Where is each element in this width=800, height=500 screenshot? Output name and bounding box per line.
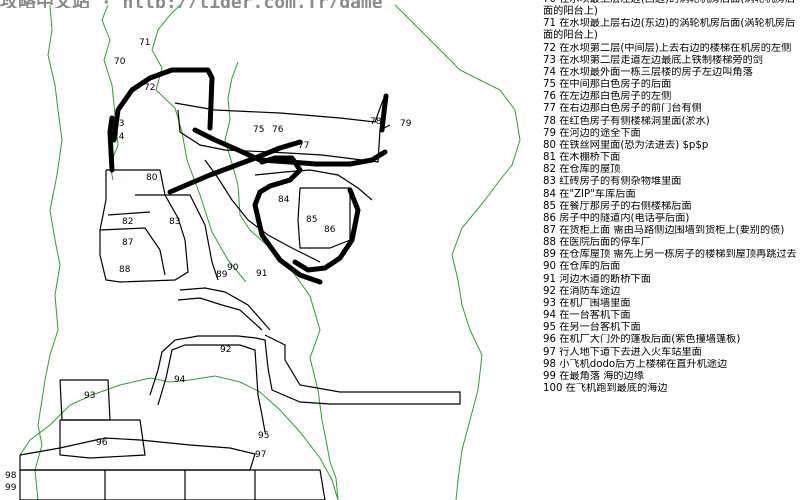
map-labels: 70 71 72 73 74 75 76 77 78 79 80 82 83 8…: [5, 38, 412, 493]
map-label-87: 87: [122, 238, 133, 248]
road-to-airport-2: [179, 287, 271, 331]
legend-item-100: 100 在飞机跑到最底的海边: [543, 383, 668, 394]
map-label-78: 78: [370, 117, 382, 127]
diagonal-road-80: [167, 139, 303, 195]
map-label-94: 94: [174, 375, 186, 385]
map-label-91: 91: [256, 269, 267, 279]
building-87-divider: [99, 227, 166, 276]
road-92-lower: [157, 344, 266, 433]
legend-item-92: 92 在消防车途边: [543, 285, 621, 297]
legend-list: 70 在水坝最上层左边(西边)的涡轮机房后面(涡轮机房后面的阳台上) 71 在水…: [543, 0, 800, 500]
legend-item-88: 88 在医院后面的停车厂: [543, 237, 651, 249]
map-label-96: 96: [96, 438, 108, 448]
legend-item-77: 77 在右边那白色房子的前门台有侧: [543, 103, 702, 115]
map-label-79: 79: [400, 119, 412, 129]
airport-building-96: [59, 419, 146, 459]
map-label-74: 74: [113, 132, 125, 142]
legend-item-98: 98 小飞机dodo后方上楼梯在直升机途边: [543, 358, 728, 370]
legend-item-76: 76 在左边那白色房子的左侧: [543, 91, 672, 103]
road-down-left: [204, 159, 321, 263]
legend-item-89: 89 在仓库屋顶 需先上另一栋房子的楼梯到屋顶再跳过去: [543, 249, 797, 261]
map-label-70: 70: [114, 57, 126, 67]
legend-item-83: 83 红砖房子的有侧杂物堆里面: [543, 176, 682, 188]
building-88-divider: [107, 211, 151, 216]
dam-inner-curve: [192, 127, 388, 167]
map-label-72: 72: [144, 83, 155, 93]
airport-apron: [19, 437, 256, 471]
map-label-82: 82: [122, 217, 133, 227]
legend-item-79: 79 在河边的途全下面: [543, 127, 641, 139]
legend-item-72: 72 在水坝第二层(中间层)上去右边的楼梯在机房的左侧: [543, 42, 792, 54]
legend-item-95: 95 在另一台客机下面: [543, 322, 641, 334]
legend-item-75: 75 在中间那白色房子的后面: [543, 79, 672, 91]
map-label-90: 90: [227, 263, 239, 273]
legend-item-93: 93 在机厂围墙里面: [543, 297, 631, 309]
roads-thick: [107, 67, 389, 285]
map-label-83: 83: [169, 217, 180, 227]
map-label-80: 80: [146, 173, 158, 183]
dam-left-wall: [107, 115, 115, 173]
boundary-right-hills: [394, 4, 521, 500]
map-label-85: 85: [306, 215, 317, 225]
map-label-97: 97: [255, 450, 266, 460]
legend-item-87: 87 在货柜上面 需由马路侧边围墙到货柜上(要别的债): [543, 224, 785, 236]
loop-road-86: [292, 187, 361, 273]
road-to-airport: [177, 297, 263, 331]
map-label-98: 98: [5, 471, 17, 481]
legend-item-82: 82 在仓库的屋顶: [543, 164, 621, 176]
watermark-text: 攻略中文站 · http://tiger.com.fr/game: [0, 0, 560, 8]
legend-item-86: 86 房子中的隧道内(电话亭后面): [543, 212, 690, 224]
roads-thin: [19, 95, 461, 500]
boundary-lines: [19, 4, 521, 500]
map-label-76: 76: [272, 125, 284, 135]
legend-item-71: 71 在水坝最上层右边(东边)的涡轮机房后面(涡轮机房后面的阳台上): [543, 18, 796, 42]
map-label-89: 89: [216, 270, 228, 280]
boundary-airport: [19, 375, 339, 500]
map-label-75: 75: [253, 125, 264, 135]
road-92-upper: [149, 334, 461, 405]
map-label-88: 88: [119, 265, 131, 275]
dam-top-wall: [111, 67, 215, 143]
map-label-93: 93: [84, 391, 95, 401]
road-curve-84: [254, 169, 373, 201]
legend-item-91: 91 河边木道的断桥下面: [543, 273, 651, 285]
legend-item-70: 70 在水坝最上层左边(西边)的涡轮机房后面(涡轮机房后面的阳台上): [543, 0, 795, 18]
map-label-84: 84: [278, 195, 290, 205]
map-label-73: 73: [113, 119, 124, 129]
legend-item-85: 85 在餐厅那房子的右侧楼梯后面: [543, 200, 692, 212]
legend-item-74: 74 在水坝最外面一栋三层楼的房子左边叫角落: [543, 66, 753, 78]
runway: [19, 469, 326, 500]
building-83-divider: [135, 194, 219, 281]
legend-item-90: 90 在仓库的后面: [543, 261, 621, 273]
legend-item-78: 78 在红色房子有侧楼梯洞里面(淤水): [543, 115, 710, 127]
boundary-middle: [151, 4, 247, 283]
legend-item-84: 84 在"ZIP"车库后面: [543, 188, 636, 200]
legend-item-96: 96 在机厂大门外的篷板后面(紫色撞墙篷板): [543, 334, 741, 346]
map-drawing: 70 71 72 73 74 75 76 77 78 79 80 82 83 8…: [5, 4, 521, 500]
map-label-77: 77: [298, 141, 309, 151]
map-label-92: 92: [220, 345, 231, 355]
legend-item-94: 94 在一台客机下面: [543, 310, 631, 322]
legend-item-81: 81 在木棚桥下面: [543, 152, 621, 164]
dam-right-wall: [379, 93, 389, 133]
legend-item-97: 97 行人地下道下去进入火车站里面: [543, 346, 702, 358]
coastline-left: [34, 4, 63, 500]
legend-item-73: 73 在水坝第二层走道左边最底上铁制楼梯旁的剑: [543, 54, 763, 66]
map-label-99: 99: [5, 483, 17, 493]
map-label-95: 95: [258, 431, 269, 441]
map-label-71: 71: [139, 38, 150, 48]
road-loop-upper: [174, 95, 387, 123]
map-label-86: 86: [324, 225, 336, 235]
legend-item-80: 80 在铁丝网里面(恐为法进去) $p$p: [543, 139, 709, 151]
road-loop-lower: [177, 109, 391, 163]
hook-road-84: [252, 155, 323, 285]
legend-item-99: 99 在最角落 海的边缘: [543, 370, 644, 382]
